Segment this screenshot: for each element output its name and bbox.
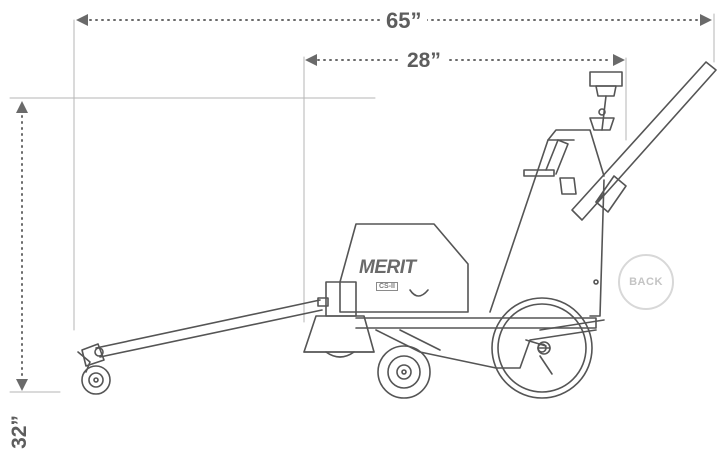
motor-housing xyxy=(339,223,469,313)
tow-bar xyxy=(81,299,323,367)
reference-lines xyxy=(9,13,715,393)
front-wheel xyxy=(377,345,431,399)
depth-dimension-label: 28” xyxy=(401,50,447,71)
upright-column xyxy=(489,129,605,331)
height-dimension-label-wrap: 32” xyxy=(0,405,40,459)
brand-logo-text: MERIT xyxy=(359,257,416,278)
adjustment-knob xyxy=(537,341,551,355)
side-lever xyxy=(523,139,577,195)
height-dimension-label: 32” xyxy=(7,415,31,449)
steering-handle xyxy=(571,61,717,221)
dimension-arrowheads xyxy=(16,14,712,391)
hitch-block xyxy=(303,281,375,358)
cart-illustration xyxy=(9,13,717,399)
control-knob xyxy=(589,71,623,131)
caster-wheel xyxy=(77,351,111,395)
chassis-frame xyxy=(355,317,597,369)
width-dimension-label: 65” xyxy=(380,10,428,32)
back-button-label: BACK xyxy=(629,276,663,288)
back-button[interactable]: BACK xyxy=(618,254,674,310)
model-tag: CS-II xyxy=(376,282,398,291)
product-dimension-diagram: 65” 28” 32” MERIT CS-II BACK xyxy=(7,9,717,449)
